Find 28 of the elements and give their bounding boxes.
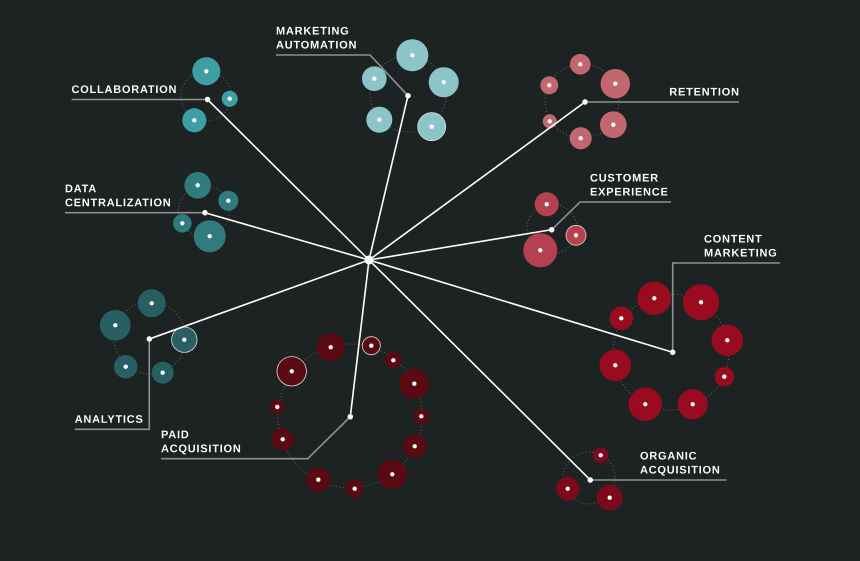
category-label: ANALYTICS <box>74 415 142 423</box>
leader-line <box>65 212 202 214</box>
leader-line <box>276 54 407 94</box>
spoke-line <box>372 262 589 479</box>
category-label: COLLABORATION <box>72 85 176 94</box>
category-label: MARKETING AUTOMATION <box>276 26 356 49</box>
spoke-line <box>152 260 366 339</box>
leader-line <box>74 342 150 430</box>
hub-dot <box>364 256 374 264</box>
category-label: ORGANIC ACQUISITION <box>640 452 720 476</box>
spoke-line <box>369 98 408 256</box>
spoke-line <box>372 102 584 258</box>
category-label: RETENTION <box>670 88 738 96</box>
category-label: CUSTOMER EXPERIENCE <box>590 174 668 196</box>
spoke-line <box>373 260 670 352</box>
category-label: DATA CENTRALIZATION <box>65 184 170 206</box>
leader-line <box>72 98 205 100</box>
leader-line <box>593 479 727 481</box>
spoke-line <box>350 264 370 414</box>
spoke-line <box>208 100 366 258</box>
spoke-line <box>373 229 550 260</box>
leader-line <box>161 418 349 460</box>
category-label: CONTENT MARKETING <box>704 234 776 257</box>
spoke-line <box>207 212 365 260</box>
leader-line <box>672 262 780 350</box>
leader-line <box>553 201 671 228</box>
category-label: PAID ACQUISITION <box>161 430 240 454</box>
leader-line <box>588 101 739 103</box>
